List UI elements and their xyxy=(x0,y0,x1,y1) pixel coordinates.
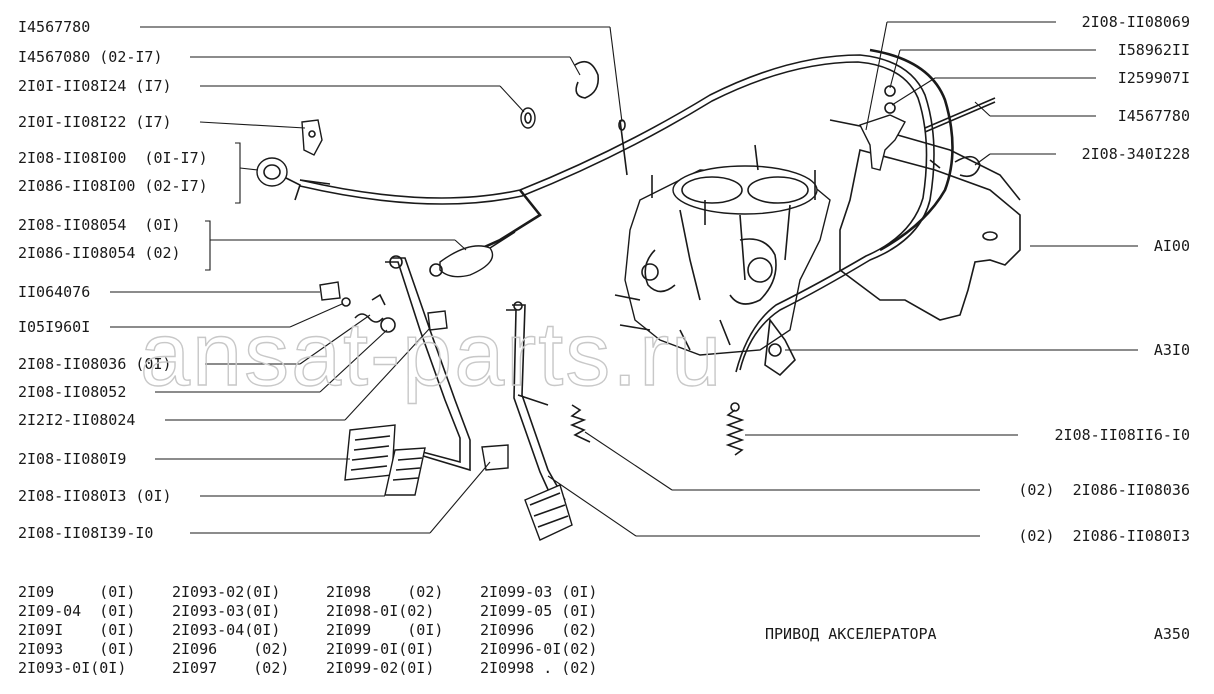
callout-right: (02) 2I086-II08036 xyxy=(1018,481,1190,499)
pedal-spring xyxy=(354,293,386,323)
return-spring xyxy=(725,409,745,456)
callout-right: AI00 xyxy=(1154,237,1190,255)
leader-lines xyxy=(110,21,1138,537)
cable-terminal xyxy=(439,245,494,278)
table-cell: 2I098 (02) xyxy=(326,583,443,601)
table-cell: 2I096 (02) xyxy=(172,640,289,658)
table-cell: 2I0996-0I(02) xyxy=(480,640,597,658)
air-filter-housing xyxy=(839,149,1021,321)
callout-left: 2I08-II08I39-I0 xyxy=(18,524,153,542)
diagram-title: ПРИВОД АКСЕЛЕРАТОРА xyxy=(765,625,937,643)
accelerator-pedal xyxy=(506,301,573,541)
lock-plate xyxy=(319,281,341,301)
callout-left: 2I08-II08052 xyxy=(18,383,126,401)
table-cell: 2I098-0I(02) xyxy=(326,602,434,620)
callout-left: 2I0I-II08I22 (I7) xyxy=(18,113,172,131)
callout-right: I4567780 xyxy=(1118,107,1190,125)
threaded-rod xyxy=(924,97,996,129)
table-cell: 2I099-02(0I) xyxy=(326,659,434,677)
callout-left: 2I086-II08054 (02) xyxy=(18,244,181,262)
callout-right: (02) 2I086-II080I3 xyxy=(1018,527,1190,545)
callout-left: II064076 xyxy=(18,283,90,301)
callout-left: 2I08-II08I00 (0I-I7) xyxy=(18,149,208,167)
callouts-right: 2I08-II08069 I58962II I259907I I4567780 … xyxy=(1018,13,1190,545)
callout-right: I259907I xyxy=(1118,69,1190,87)
watermark: ansat-parts.ru xyxy=(140,305,723,405)
table-cell: 2I093-02(0I) xyxy=(172,583,280,601)
callout-right: 2I08-II08II6-I0 xyxy=(1055,426,1190,444)
table-cell: 2I099 (0I) xyxy=(326,621,443,639)
grommet xyxy=(520,107,536,129)
pad xyxy=(427,310,448,331)
callouts-left: I4567780 I4567080 (02-I7) 2I0I-II08I24 (… xyxy=(18,18,208,542)
cable-knob xyxy=(256,157,288,187)
air-filter-nut xyxy=(982,231,998,241)
table-cell: 2I09 (0I) xyxy=(18,583,135,601)
clutch-pedal xyxy=(344,255,471,496)
callout-left: 2I08-II080I3 (0I) xyxy=(18,487,172,505)
table-cell: 2I093 (0I) xyxy=(18,640,135,658)
washer xyxy=(884,102,896,114)
callout-left: 2I086-II08I00 (02-I7) xyxy=(18,177,208,195)
callout-left: I05I960I xyxy=(18,318,90,336)
parts-illustration xyxy=(256,48,1021,541)
pedal-return-spring xyxy=(569,404,591,443)
applicability-table: 2I09 (0I) 2I093-02(0I) 2I098 (02) 2I099-… xyxy=(18,583,597,677)
callout-left: I4567780 xyxy=(18,18,90,36)
table-cell: 2I093-03(0I) xyxy=(172,602,280,620)
figure-code: A350 xyxy=(1154,625,1190,643)
carburetor xyxy=(614,144,831,377)
callout-left: I4567080 (02-I7) xyxy=(18,48,163,66)
table-cell: 2I09-04 (0I) xyxy=(18,602,135,620)
callout-right: I58962II xyxy=(1118,41,1190,59)
table-cell: 2I099-0I(0I) xyxy=(326,640,434,658)
accelerator-cable xyxy=(299,54,935,371)
table-cell: 2I093-04(0I) xyxy=(172,621,280,639)
table-cell: 2I099-05 (0I) xyxy=(480,602,597,620)
table-cell: 2I0996 (02) xyxy=(480,621,597,639)
table-cell: 2I0998 . (02) xyxy=(480,659,597,677)
table-cell: 2I097 (02) xyxy=(172,659,289,677)
callout-right: 2I08-340I228 xyxy=(1082,145,1190,163)
callout-right: A3I0 xyxy=(1154,341,1190,359)
cable-pin xyxy=(619,119,628,176)
hose-clamp xyxy=(954,155,981,178)
cable-sheath-right xyxy=(869,48,954,252)
washer-small xyxy=(341,297,351,307)
cable-clip xyxy=(574,60,600,99)
callout-left: 2I08-II08054 (0I) xyxy=(18,216,181,234)
table-cell: 2I09I (0I) xyxy=(18,621,135,639)
callout-left: 2I08-II080I9 xyxy=(18,450,126,468)
table-cell: 2I093-0I(0I) xyxy=(18,659,126,677)
throttle-bracket xyxy=(859,114,906,171)
accelerator-cable-inner xyxy=(299,61,928,373)
callout-left: 2I0I-II08I24 (I7) xyxy=(18,77,172,95)
callout-right: 2I08-II08069 xyxy=(1082,13,1190,31)
callout-left: 2I2I2-II08024 xyxy=(18,411,135,429)
callout-left: 2I08-II08036 (0I) xyxy=(18,355,172,373)
table-cell: 2I099-03 (0I) xyxy=(480,583,597,601)
